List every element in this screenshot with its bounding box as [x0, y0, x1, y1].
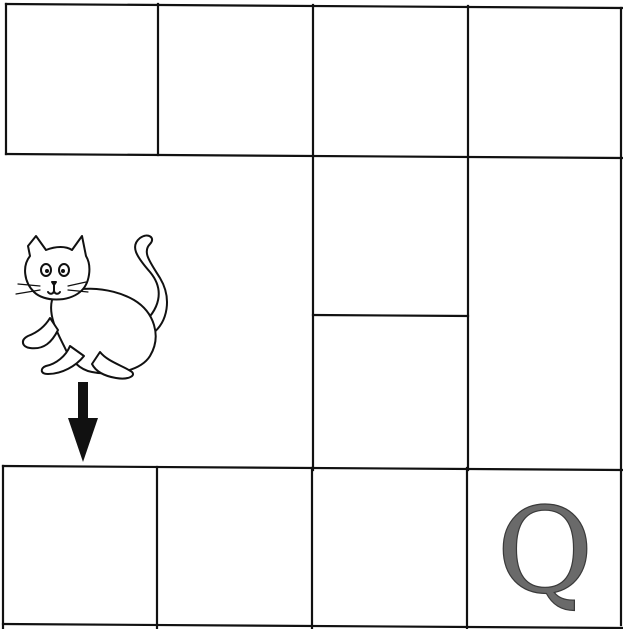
cat-icon: [16, 236, 167, 379]
target-letter: Q: [497, 482, 594, 620]
down-arrow-icon: [68, 382, 98, 462]
